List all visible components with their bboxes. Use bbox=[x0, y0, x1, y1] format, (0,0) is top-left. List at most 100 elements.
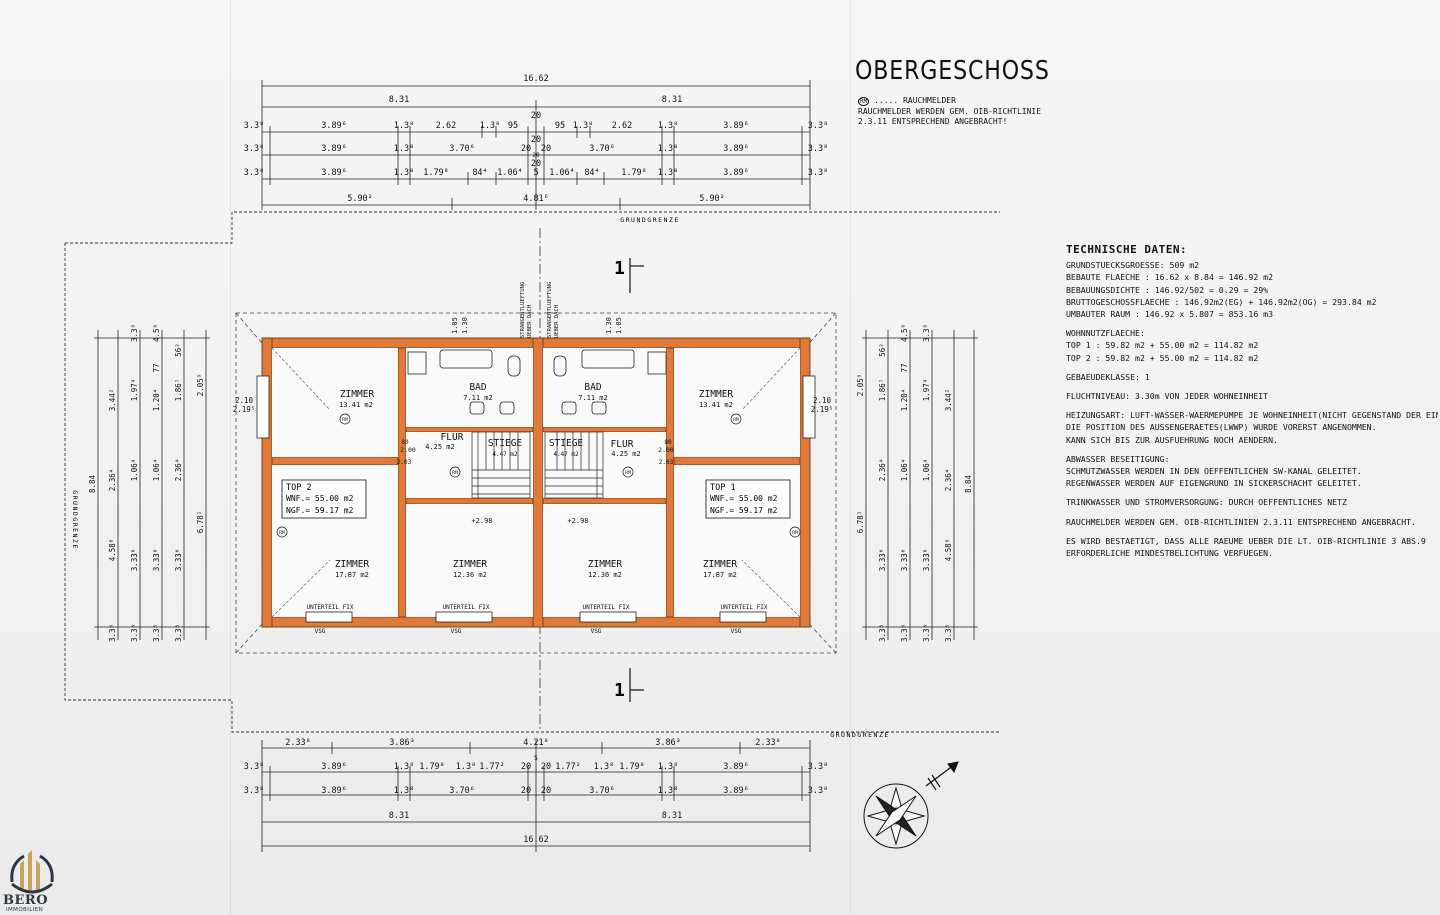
dim-label: 4.58⁸ bbox=[944, 539, 953, 562]
dim-label: 3.44² bbox=[944, 389, 953, 412]
bero-logo-icon bbox=[10, 850, 54, 894]
dim-label: 2.10 bbox=[235, 396, 254, 405]
vsg-label: VSG bbox=[591, 628, 602, 635]
top-1-box: TOP 1 WNF.= 55.00 m2 NGF.= 59.17 m2 bbox=[705, 479, 791, 519]
dim-label: 1.79⁸ bbox=[423, 168, 449, 178]
flur-dim: 2.03 bbox=[397, 459, 412, 466]
top-2-box: TOP 2 WNF.= 55.00 m2 NGF.= 59.17 m2 bbox=[281, 479, 367, 519]
smoke-detector-labels: RM RM RM RM RM RM bbox=[279, 417, 798, 536]
dim-label: 20 bbox=[521, 144, 531, 154]
room-area: 13.41 m2 bbox=[339, 401, 373, 409]
unterteil-label: UNTERTEIL FIX bbox=[307, 604, 354, 611]
dim-label: 95 bbox=[555, 121, 565, 131]
dim-label: 1.77² bbox=[555, 762, 581, 772]
level-mark: +2.98 bbox=[567, 517, 588, 525]
dim-label: 3.3⁸ bbox=[808, 762, 828, 772]
tech-row: ERFORDERLICHE MINDESTBELICHTUNG VERFUEGE… bbox=[1066, 548, 1274, 559]
dim-label: 1.20⁴ bbox=[900, 389, 909, 412]
dim-half-right: 8.31 bbox=[662, 95, 682, 105]
dim-label: 2.36⁴ bbox=[174, 459, 183, 482]
flur-dim: 2.00 bbox=[658, 446, 674, 454]
dim-label: 1.79⁸ bbox=[619, 762, 645, 772]
room-fills bbox=[272, 348, 800, 617]
dim-label: 3.3⁸ bbox=[108, 624, 117, 642]
paper-fold bbox=[850, 0, 851, 915]
dim-label: 1.3⁸ bbox=[394, 144, 414, 154]
dim-label: 95 bbox=[508, 121, 518, 131]
top-dimension-labels: 16.62 8.31 8.31 3.3⁸ 3.89⁶ 1.3⁸ 2.62 1.3… bbox=[244, 74, 828, 204]
grundgrenze-label: GRUNDGRENZE bbox=[620, 216, 680, 224]
tech-row: GRUNDSTUECKSGROESSE: 509 m2 bbox=[1066, 260, 1200, 271]
windows bbox=[256, 375, 816, 623]
dim-label: 3.89⁶ bbox=[723, 121, 749, 131]
strang-label: STRANGENTLUEFTUNG bbox=[547, 282, 553, 338]
dim-label: 84⁴ bbox=[472, 168, 487, 178]
dim-label: 1.30 bbox=[605, 317, 613, 334]
dim-label: 5.90² bbox=[347, 194, 373, 204]
dim-label: 3.89⁶ bbox=[723, 762, 749, 772]
dim-label: 20 bbox=[532, 152, 540, 159]
smoke-detectors bbox=[276, 413, 801, 538]
legend-line: RAUCHMELDER WERDEN GEM. OIB-RICHTLINIE bbox=[858, 107, 1042, 116]
bathroom-fixtures bbox=[407, 349, 667, 415]
tech-row: BEBAUUNGSDICHTE : 146.92/502 = 0.29 = 29… bbox=[1066, 284, 1269, 295]
ngf-label: NGF.= 59.17 m2 bbox=[710, 506, 778, 515]
room-area: 7.11 m2 bbox=[578, 394, 608, 402]
unterteil-label: UNTERTEIL FIX bbox=[583, 604, 630, 611]
dim-label: 1.06⁴ bbox=[549, 168, 575, 178]
room-area: 12.36 m2 bbox=[453, 571, 487, 579]
dim-label: 20 bbox=[521, 786, 531, 796]
tech-row: ES WIRD BESTAETIGT, DASS ALLE RAEUME UEB… bbox=[1066, 535, 1426, 546]
paper-fold bbox=[230, 0, 231, 915]
room-area: 13.41 m2 bbox=[699, 401, 733, 409]
dim-label: 3.33⁶ bbox=[878, 549, 887, 572]
dim-label: 1.3⁸ bbox=[658, 786, 678, 796]
bottom-dimension-labels: 2.33⁸ 3.86³ 4.21⁸ 3.86³ 2.33⁸ 3.3⁸ 3.89⁶… bbox=[244, 738, 828, 845]
room-area: 12.36 m2 bbox=[588, 571, 622, 579]
tech-row: TOP 1 : 59.82 m2 + 55.00 m2 = 114.82 m2 bbox=[1066, 340, 1259, 351]
right-dimension-labels: 2.05⁹ 6.78¹ 56² 1.86⁷ 2.36⁴ 3.33⁶ 3.3⁸ 4… bbox=[856, 324, 973, 642]
dim-label: 6.78¹ bbox=[856, 511, 865, 534]
dim-label: 1.3⁸ bbox=[394, 762, 414, 772]
dim-label: 3.3⁸ bbox=[808, 168, 828, 178]
dim-label: 3.89⁶ bbox=[723, 168, 749, 178]
ventilation-labels: STRANGENTLUEFTUNG UEBER DACH STRANGENTLU… bbox=[451, 282, 623, 338]
dim-label: 20 bbox=[521, 762, 531, 772]
flur-dim: 2.00 bbox=[400, 446, 416, 454]
dim-label: 2.36⁴ bbox=[944, 469, 953, 492]
dim-label: 3.3⁸ bbox=[944, 624, 953, 642]
dim-label: 1.06⁴ bbox=[130, 459, 139, 482]
vsg-label: VSG bbox=[731, 628, 742, 635]
left-dimensions bbox=[94, 330, 210, 640]
room-name: ZIMMER bbox=[703, 559, 738, 570]
dim-label: 3.89⁶ bbox=[321, 168, 347, 178]
dim-label: 1.79⁸ bbox=[621, 168, 647, 178]
section-label: 1 bbox=[614, 258, 625, 279]
dim-label: 4.81⁶ bbox=[523, 194, 549, 204]
dim-label: 1.3⁸ bbox=[658, 762, 678, 772]
room-name: STIEGE bbox=[488, 438, 523, 449]
dim-label: 3.33⁶ bbox=[152, 549, 161, 572]
wnf-label: WNF.= 55.00 m2 bbox=[286, 494, 354, 503]
dim-label: 20 bbox=[541, 144, 551, 154]
dim-label: 1.06⁴ bbox=[900, 459, 909, 482]
top-label: TOP 1 bbox=[710, 483, 736, 493]
room-area: 4.25 m2 bbox=[425, 443, 455, 451]
dim-label: 1.30 bbox=[461, 317, 469, 334]
dim-label: 3.3⁸ bbox=[130, 324, 139, 342]
dim-label: 2.19⁵ bbox=[811, 405, 834, 414]
dim-label: 3.3⁸ bbox=[130, 624, 139, 642]
dim-label: 3.3⁸ bbox=[808, 786, 828, 796]
window-labels: UNTERTEIL FIX UNTERTEIL FIX UNTERTEIL FI… bbox=[307, 604, 768, 635]
dim-label: 4.5⁸ bbox=[900, 324, 909, 342]
room-area: 4.47 m2 bbox=[553, 451, 579, 458]
grundgrenze-label: GRUNDGRENZE bbox=[71, 490, 79, 550]
dim-half-right: 8.31 bbox=[662, 811, 682, 821]
technical-data-title: TECHNISCHE DATEN: bbox=[1066, 243, 1188, 256]
dim-label: 2.62 bbox=[612, 121, 632, 131]
rm-symbol-icon: RM bbox=[858, 97, 870, 106]
staircase-left bbox=[471, 431, 531, 499]
dim-label: 2.33⁸ bbox=[285, 738, 311, 748]
legend-line: RM ..... RAUCHMELDER bbox=[858, 96, 956, 106]
rm-icon: RM bbox=[733, 417, 739, 423]
